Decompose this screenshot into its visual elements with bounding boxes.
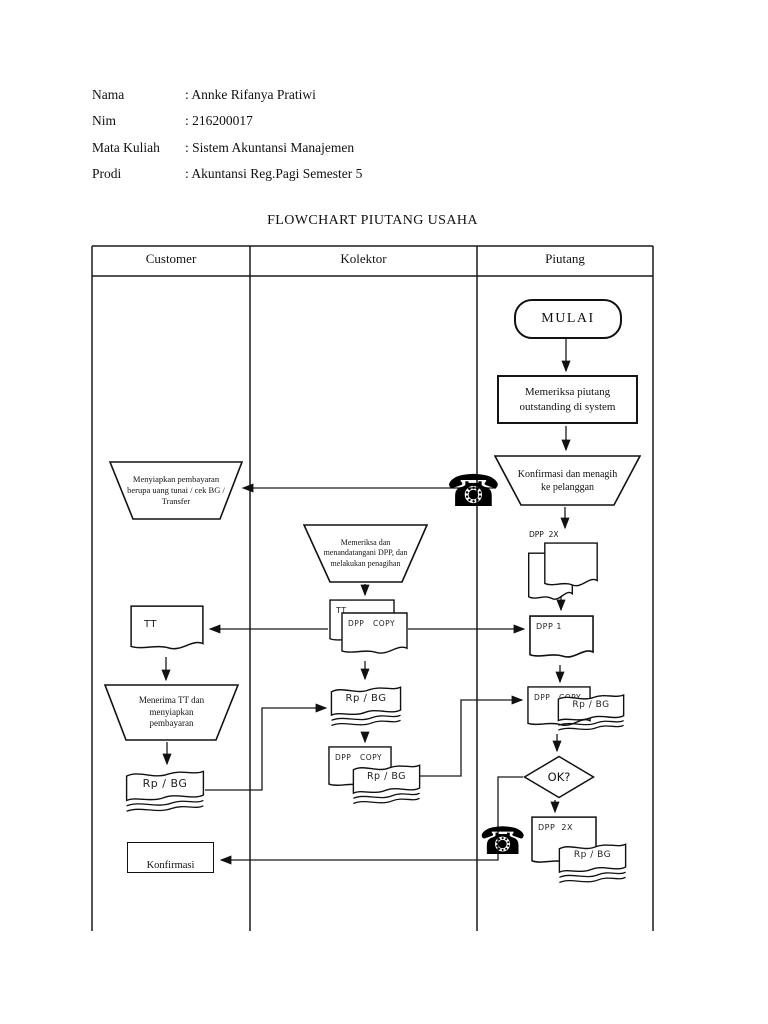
document-shape bbox=[544, 542, 598, 592]
manual-op-menyiapkan-pembayaran: Menyiapkan pembayaran berupa uang tunai … bbox=[109, 461, 243, 520]
banknote-shape bbox=[352, 762, 421, 810]
field-label: Prodi bbox=[92, 166, 122, 181]
header-field-prodi: Prodi : Akuntansi Reg.Pagi Semester 5 bbox=[92, 166, 522, 186]
konfirmasi-box: Konfirmasi bbox=[127, 842, 214, 873]
document-shape bbox=[130, 605, 204, 655]
header-field-nim: Nim : 216200017 bbox=[92, 113, 522, 133]
page-title: FLOWCHART PIUTANG USAHA bbox=[267, 213, 478, 228]
process-check-outstanding: Memeriksa piutang outstanding di system bbox=[497, 375, 638, 424]
start-terminator: MULAI bbox=[514, 299, 622, 339]
decision-ok: OK? bbox=[523, 755, 595, 799]
banknote-shape bbox=[330, 684, 402, 732]
banknote-rp-bg-piutang: Rp / BG bbox=[557, 692, 625, 736]
swimlane-frame bbox=[91, 245, 654, 931]
dpp-2x-caption: DPP 2X bbox=[529, 530, 559, 539]
manual-op-menerima-tt: Menerima TT dan menyiapkan pembayaran bbox=[104, 684, 239, 741]
document-label: TT bbox=[144, 619, 158, 630]
document-dpp1: DPP 1 bbox=[529, 615, 594, 663]
header-field-nama: Nama : Annke Rifanya Pratiwi bbox=[92, 87, 522, 107]
document-dpp-copy-kolektor: DPP COPY bbox=[341, 612, 408, 659]
manual-op-label: Menyiapkan pembayaran berupa uang tunai … bbox=[127, 473, 225, 507]
header-field-mata-kuliah: Mata Kuliah : Sistem Akuntansi Manajemen bbox=[92, 140, 522, 160]
banknote-shape bbox=[558, 841, 627, 889]
document-shape bbox=[341, 612, 408, 659]
decision-label: OK? bbox=[547, 769, 571, 784]
field-value: : Sistem Akuntansi Manajemen bbox=[185, 140, 355, 155]
manual-op-label: Konfirmasi dan menagih ke pelanggan bbox=[517, 468, 618, 493]
banknote-label: Rp / BG bbox=[573, 849, 612, 860]
phone-icon: ☎ bbox=[479, 819, 527, 863]
banknote-rp-bg-kolektor-2: Rp / BG bbox=[352, 762, 421, 810]
trapezoid-shape bbox=[303, 524, 428, 583]
document-tt-customer: TT bbox=[130, 605, 204, 655]
field-value: : Annke Rifanya Pratiwi bbox=[185, 87, 316, 102]
konfirmasi-label: Konfirmasi bbox=[146, 860, 195, 871]
document-label: DPP COPY bbox=[348, 619, 396, 628]
manual-op-memeriksa-dpp: Memeriksa dan menandatangani DPP, dan me… bbox=[303, 524, 428, 583]
document-label: DPP 2X bbox=[538, 823, 573, 832]
field-label: Nama bbox=[92, 87, 125, 102]
phone-icon: ☎ bbox=[446, 466, 501, 517]
banknote-label: Rp / BG bbox=[142, 777, 188, 790]
trapezoid-shape bbox=[494, 455, 641, 506]
banknote-label: Rp / BG bbox=[572, 699, 610, 710]
banknote-rp-bg-customer: Rp / BG bbox=[125, 768, 205, 818]
banknote-rp-bg-kolektor: Rp / BG bbox=[330, 684, 402, 732]
field-value: : Akuntansi Reg.Pagi Semester 5 bbox=[185, 166, 363, 181]
trapezoid-shape bbox=[109, 461, 243, 520]
flow-arrows bbox=[161, 337, 571, 865]
banknote-shape bbox=[557, 692, 625, 736]
banknote-label: Rp / BG bbox=[366, 770, 407, 782]
document-label: DPP 1 bbox=[536, 622, 562, 631]
diamond-shape bbox=[523, 755, 595, 799]
document-label: TT bbox=[336, 606, 347, 615]
document-shape bbox=[529, 615, 594, 663]
start-label: MULAI bbox=[541, 311, 595, 326]
trapezoid-shape bbox=[104, 684, 239, 741]
lane-header-kolektor: Kolektor bbox=[340, 251, 387, 266]
banknote-shape bbox=[125, 768, 205, 818]
manual-op-label: Menerima TT dan menyiapkan pembayaran bbox=[138, 694, 205, 729]
field-label: Mata Kuliah bbox=[92, 140, 160, 155]
process-label: Memeriksa piutang outstanding di system bbox=[519, 386, 616, 413]
field-label: Nim bbox=[92, 113, 117, 128]
document-label: DPP COPY bbox=[335, 753, 383, 762]
manual-op-konfirmasi-menagih: Konfirmasi dan menagih ke pelanggan bbox=[494, 455, 641, 506]
lane-header-customer: Customer bbox=[145, 251, 197, 266]
document-dpp2x-front bbox=[544, 542, 598, 592]
field-value: : 216200017 bbox=[185, 113, 253, 128]
lane-header-piutang: Piutang bbox=[545, 251, 585, 266]
manual-op-label: Memeriksa dan menandatangani DPP, dan me… bbox=[323, 537, 408, 568]
banknote-rp-bg-final: Rp / BG bbox=[558, 841, 627, 889]
banknote-label: Rp / BG bbox=[345, 692, 387, 704]
